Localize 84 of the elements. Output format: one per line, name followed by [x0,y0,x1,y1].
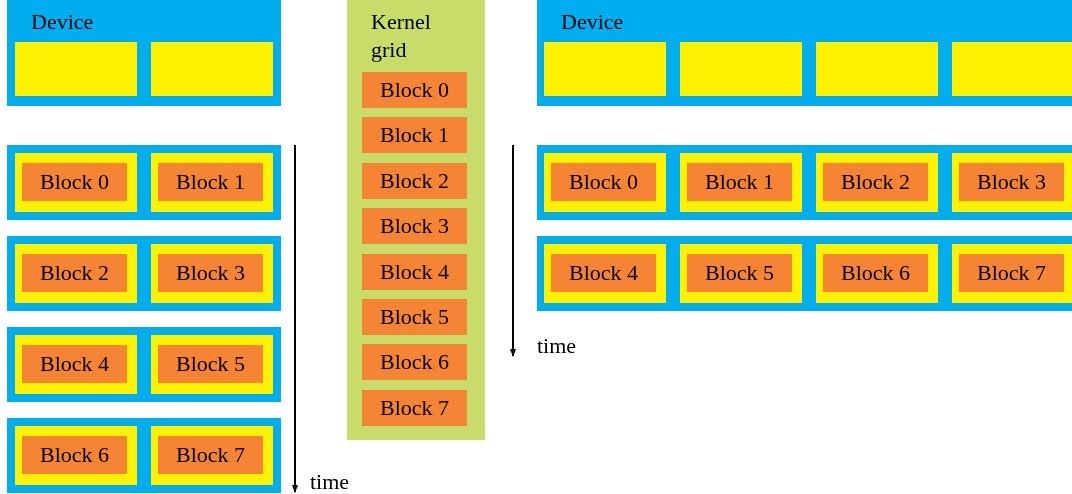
block-box [362,208,467,244]
multiprocessor-box [15,244,137,303]
multiprocessor-box [151,42,273,96]
block-box [959,163,1064,201]
panel-title: Device [31,8,95,36]
block-label: Block 2 [840,171,911,193]
block-box [362,72,467,108]
time-label: time [310,471,350,493]
block-label: Block 2 [379,170,450,192]
block-label: Block 7 [175,444,246,466]
block-label: Block 1 [379,124,450,146]
block-label: Block 4 [39,353,110,375]
multiprocessor-box [15,335,137,394]
time-label: time [537,335,577,357]
multiprocessor-box [151,153,273,212]
block-box [22,254,127,292]
multiprocessor-box [816,42,938,96]
block-box [687,163,792,201]
kernel-grid-panel [347,0,485,440]
block-label: Block 7 [379,397,450,419]
block-box [551,163,656,201]
block-box [362,390,467,426]
multiprocessor-box [544,42,666,96]
device-bar [7,145,281,220]
block-box [362,254,467,290]
multiprocessor-box [816,244,938,303]
multiprocessor-box [151,244,273,303]
device-panel [537,0,1072,106]
block-label: Block 1 [704,171,775,193]
multiprocessor-box [544,244,666,303]
block-label: Block 4 [379,261,450,283]
block-box [22,345,127,383]
block-label: Block 7 [976,262,1047,284]
block-label: Block 3 [379,215,450,237]
block-label: Block 5 [704,262,775,284]
multiprocessor-box [952,153,1072,212]
device-bar [7,327,281,402]
block-box [823,254,928,292]
block-label: Block 5 [379,306,450,328]
block-box [158,436,263,474]
block-label: Block 5 [175,353,246,375]
panel-title: Device [561,8,625,36]
multiprocessor-box [952,42,1072,96]
block-box [362,117,467,153]
block-label: Block 6 [379,351,450,373]
multiprocessor-box [680,153,802,212]
device-bar [537,236,1072,311]
device-bar [537,145,1072,220]
block-label: Block 6 [39,444,110,466]
block-label: Block 6 [840,262,911,284]
block-label: Block 0 [379,79,450,101]
block-box [158,345,263,383]
multiprocessor-box [15,426,137,485]
multiprocessor-box [952,244,1072,303]
block-box [22,436,127,474]
block-box [959,254,1064,292]
block-label: Block 3 [976,171,1047,193]
multiprocessor-box [151,426,273,485]
multiprocessor-box [544,153,666,212]
block-label: Block 2 [39,262,110,284]
device-bar [7,418,281,493]
block-label: Block 3 [175,262,246,284]
multiprocessor-box [816,153,938,212]
block-label: Block 0 [39,171,110,193]
block-box [362,163,467,199]
block-label: Block 0 [568,171,639,193]
block-box [362,344,467,380]
block-box [687,254,792,292]
multiprocessor-box [15,153,137,212]
block-box [22,163,127,201]
multiprocessor-box [680,42,802,96]
block-label: Block 4 [568,262,639,284]
block-box [823,163,928,201]
panel-title: Kernel grid [371,8,432,64]
multiprocessor-box [680,244,802,303]
block-box [158,254,263,292]
multiprocessor-box [15,42,137,96]
block-label: Block 1 [175,171,246,193]
block-box [158,163,263,201]
multiprocessor-box [151,335,273,394]
block-box [551,254,656,292]
block-box [362,299,467,335]
device-panel [7,0,281,106]
device-bar [7,236,281,311]
